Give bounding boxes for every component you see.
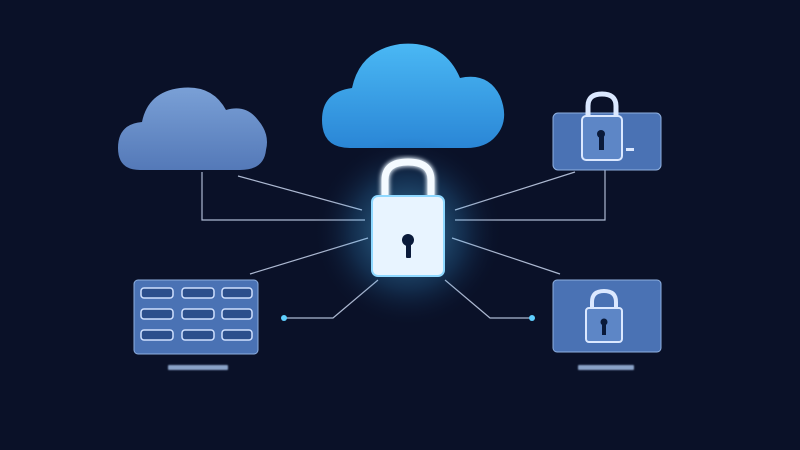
cloud-icon [118, 87, 267, 170]
connectors [201, 170, 606, 319]
cloud-left [118, 87, 267, 170]
node-dot-left [281, 315, 287, 321]
panel-label-blurred [578, 365, 634, 370]
central-lock [371, 157, 445, 277]
node-dot-right [529, 315, 535, 321]
padlock-icon [581, 91, 623, 161]
connector-left-cloud [201, 172, 365, 221]
bottom-right-panel [552, 279, 662, 353]
cloud-center [322, 43, 505, 148]
cloud-icon [322, 43, 505, 148]
server-label-blurred [168, 365, 228, 370]
connector-top-right [455, 170, 606, 221]
server-rack-icon [140, 287, 253, 341]
padlock-icon [585, 288, 623, 343]
top-right-panel [552, 91, 662, 171]
server-panel [133, 279, 259, 355]
